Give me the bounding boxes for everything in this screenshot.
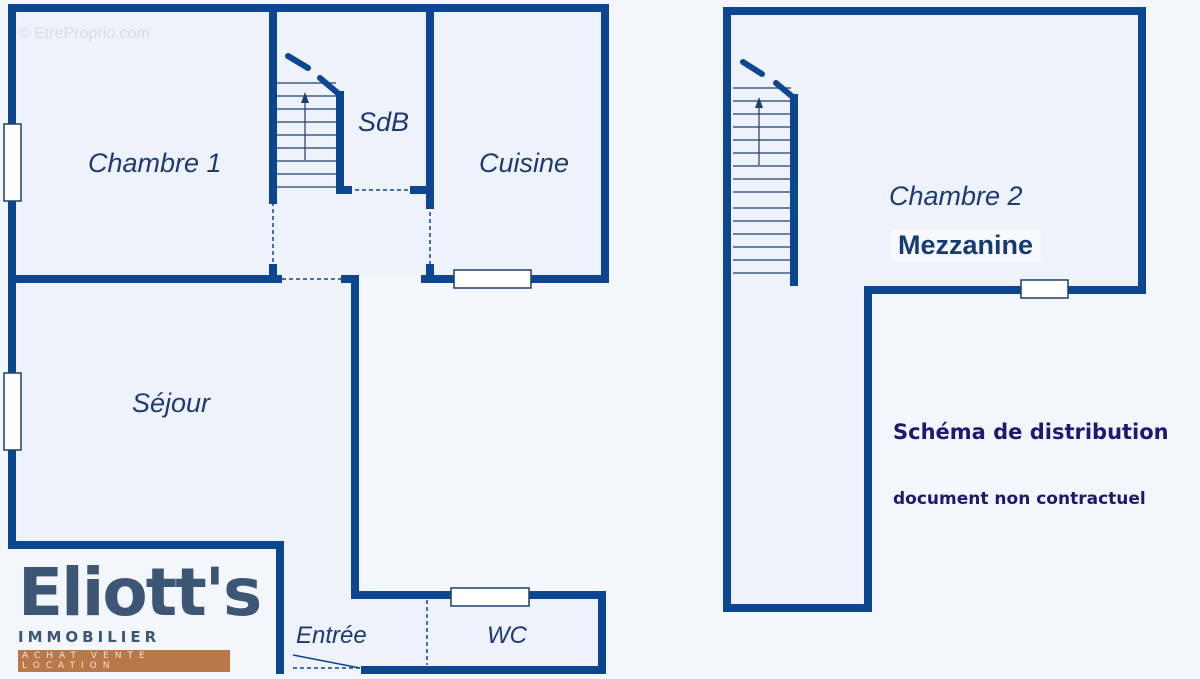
room-label-sejour: Séjour xyxy=(132,388,211,418)
watermark: © EtreProprio.com xyxy=(18,25,150,42)
room-label-entree: Entrée xyxy=(296,622,367,649)
plan-title: Schéma de distribution xyxy=(893,420,1169,444)
room-label-chambre2: Chambre 2 xyxy=(889,181,1023,211)
room-label-sdb: SdB xyxy=(358,107,410,137)
logo-brand: Eliott's xyxy=(18,554,262,631)
room-label-chambre1: Chambre 1 xyxy=(88,148,222,178)
agency-logo: Eliott's IMMOBILIER ACHAT VENTE LOCATION xyxy=(18,554,262,672)
disclaimer: document non contractuel xyxy=(893,489,1146,509)
logo-subtitle: IMMOBILIER xyxy=(18,628,161,646)
room-label-wc: WC xyxy=(487,622,527,649)
mezzanine-label: Mezzanine xyxy=(890,230,1042,261)
room-label-cuisine: Cuisine xyxy=(479,148,570,178)
logo-tagline: ACHAT VENTE LOCATION xyxy=(18,650,230,672)
